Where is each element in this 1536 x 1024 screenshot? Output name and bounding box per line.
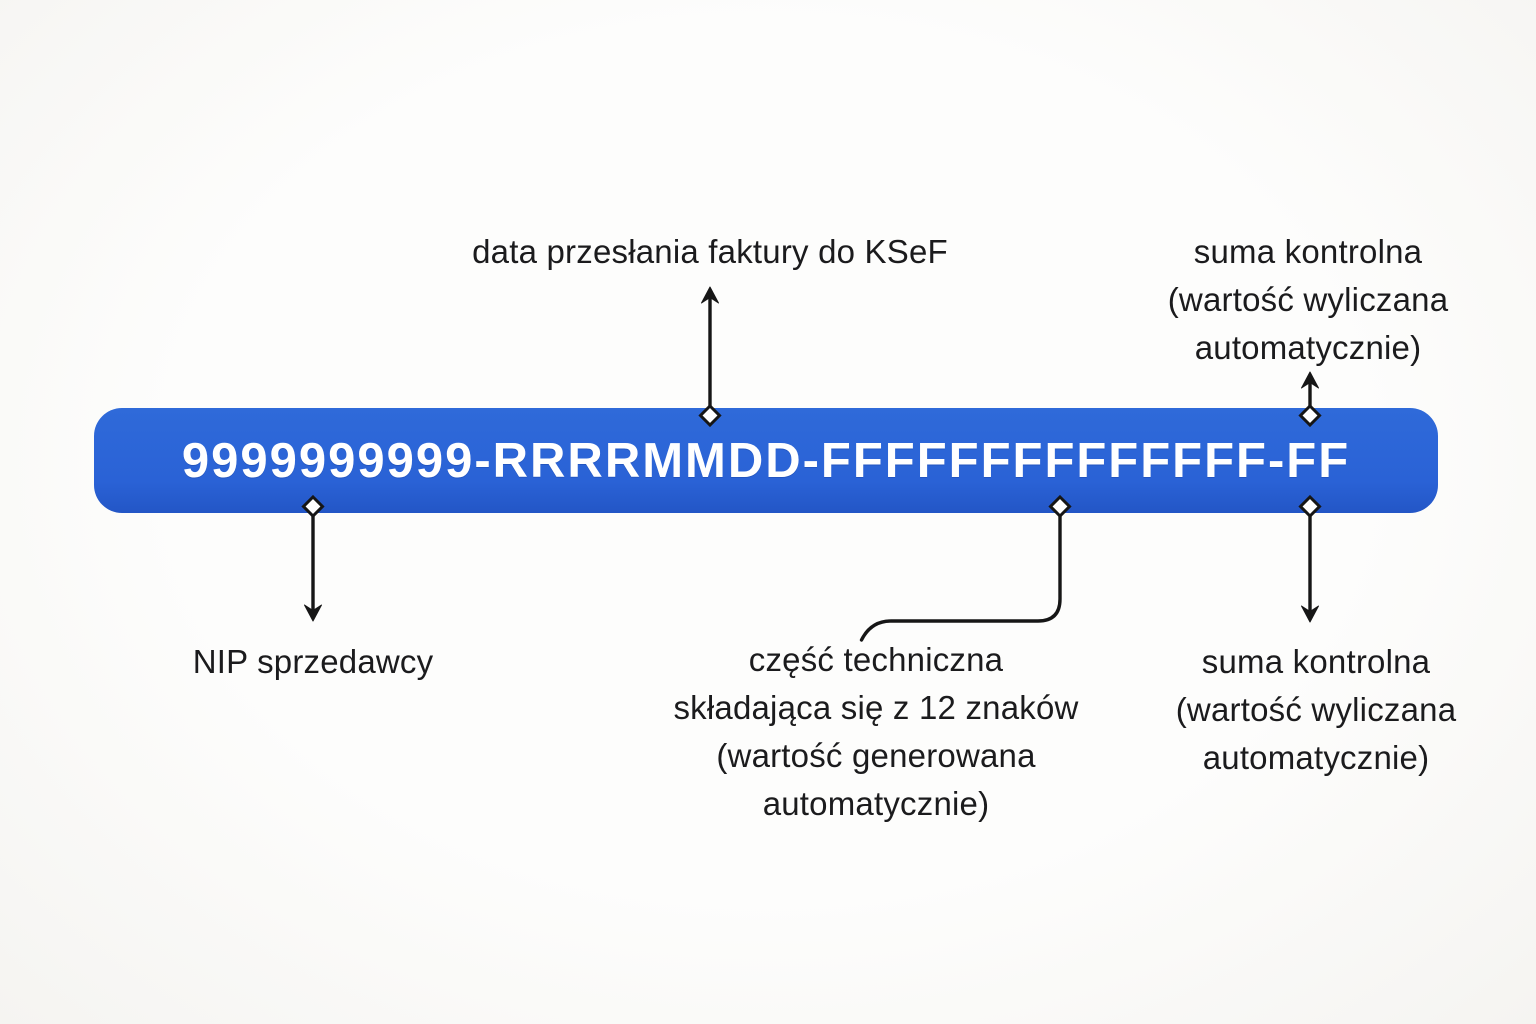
label-line: suma kontrolna [1201, 643, 1431, 680]
curved-connector-line [859, 494, 1072, 642]
arrowhead-down-icon [1301, 605, 1319, 623]
label-line: automatycznie) [1194, 329, 1422, 366]
arrowhead-up-icon [1301, 371, 1319, 389]
label-line: suma kontrolna [1193, 233, 1423, 270]
label-line: NIP sprzedawcy [192, 643, 434, 680]
arrow-up-icon [698, 286, 722, 428]
arrow-down-icon [1298, 494, 1322, 623]
label-checksum-top: suma kontrolna (wartość wyliczana automa… [1168, 228, 1449, 372]
label-checksum-bottom: suma kontrolna (wartość wyliczana automa… [1176, 638, 1457, 782]
label-line: składająca się z 12 znaków [673, 689, 1079, 726]
label-date-sent-to-ksef: data przesłania faktury do KSeF [472, 228, 948, 276]
connector-path [859, 514, 1062, 642]
label-line: (wartość generowana [716, 737, 1036, 774]
label-line: część techniczna [748, 641, 1004, 678]
label-technical-part: część techniczna składająca się z 12 zna… [673, 636, 1078, 828]
label-line: (wartość wyliczana [1175, 691, 1457, 728]
label-seller-nip: NIP sprzedawcy [193, 638, 434, 686]
ksef-number-bar: 9999999999-RRRRMMDD-FFFFFFFFFFFFFF-FF [94, 408, 1438, 513]
label-line: (wartość wyliczana [1167, 281, 1449, 318]
label-line: automatycznie) [1202, 739, 1430, 776]
label-line: data przesłania faktury do KSeF [472, 233, 948, 270]
label-line: automatycznie) [762, 785, 990, 822]
arrowhead-up-icon [701, 286, 719, 304]
arrowhead-down-icon [304, 604, 322, 622]
ksef-number-text: 9999999999-RRRRMMDD-FFFFFFFFFFFFFF-FF [181, 433, 1351, 488]
arrow-down-icon [301, 494, 325, 622]
